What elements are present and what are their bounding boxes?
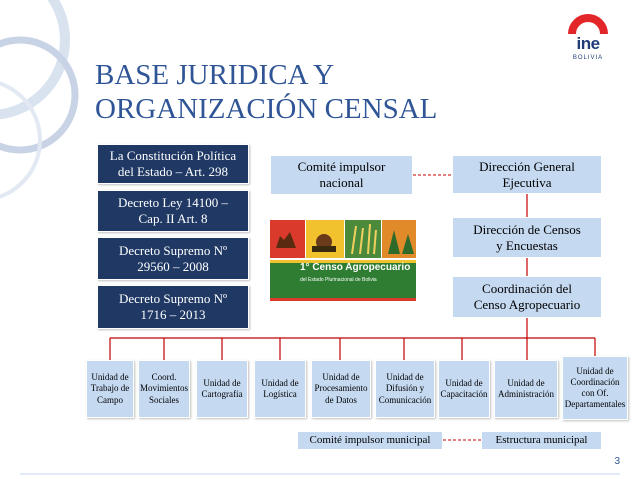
unit-line: Coord. bbox=[151, 372, 177, 383]
legal-box-line: Decreto Supremo Nº bbox=[119, 242, 227, 258]
estructura-municipal: Estructura municipal bbox=[481, 431, 602, 450]
unit-line: Comunicación bbox=[378, 394, 432, 405]
ine-logo bbox=[568, 14, 608, 35]
unit-line: Unidad de bbox=[507, 377, 545, 388]
unit-line: Cartografía bbox=[201, 389, 243, 399]
legal-box-line: del Estado – Art. 298 bbox=[117, 164, 229, 179]
unit-line: Campo bbox=[96, 394, 123, 405]
unit-line: Capacitación bbox=[440, 389, 488, 399]
unit-line: Unidad de bbox=[203, 377, 241, 388]
unit-line: de Datos bbox=[325, 394, 357, 405]
unit-line: con Of. bbox=[581, 388, 609, 398]
unit-line: Departamentales bbox=[564, 399, 626, 410]
org-line: Coordinación del bbox=[482, 281, 572, 297]
unit-line: Logística bbox=[263, 389, 297, 399]
unit-line: Unidad de bbox=[91, 372, 129, 383]
page-title: BASE JURIDICA Y ORGANIZACIÓN CENSAL bbox=[95, 58, 525, 126]
legal-box-line: 1716 – 2013 bbox=[140, 307, 206, 322]
org-line: Ejecutiva bbox=[502, 174, 552, 190]
unit-line: Movimientos bbox=[140, 383, 189, 394]
title-line-2: ORGANIZACIÓN CENSAL bbox=[95, 93, 438, 125]
unit-line: Unidad de bbox=[261, 377, 299, 388]
decorative-circles bbox=[0, 0, 79, 199]
unit-line: Coordinación bbox=[570, 376, 620, 387]
censo-logo-title: 1° Censo Agropecuario bbox=[300, 262, 411, 273]
legal-box-line: La Constitución Política bbox=[109, 148, 237, 164]
org-line: y Encuestas bbox=[496, 237, 558, 253]
title-line-1: BASE JURIDICA Y bbox=[95, 59, 335, 91]
page-number: 3 bbox=[614, 456, 620, 467]
legal-box-line: Decreto Ley 14100 – bbox=[117, 195, 229, 211]
unit-line: Administración bbox=[498, 389, 554, 399]
legal-box-line: Decreto Supremo Nº bbox=[119, 291, 227, 307]
org-line: Comité impulsor bbox=[297, 159, 386, 175]
unit-line: Procesamiento bbox=[314, 383, 368, 394]
legal-box-line: Cap. II Art. 8 bbox=[138, 211, 208, 226]
unit-line: Trabajo de bbox=[90, 383, 130, 394]
unit-line: Unidad de bbox=[576, 365, 614, 376]
unit-line: Sociales bbox=[149, 394, 179, 405]
censo-logo-subtitle: del Estado Plurinacional de Bolivia bbox=[300, 277, 377, 283]
censo-agropecuario-logo bbox=[268, 218, 418, 303]
unit-line: Unidad de bbox=[322, 372, 360, 383]
logo-text: ine bbox=[576, 34, 600, 53]
unit-line: Unidad de bbox=[386, 372, 424, 383]
unit-line: Difusión y bbox=[385, 383, 425, 394]
legal-box-decreto-ley: Decreto Ley 14100 –Cap. II Art. 8 bbox=[97, 190, 249, 232]
org-line: Censo Agropecuario bbox=[473, 297, 581, 312]
org-line: Dirección de Censos bbox=[473, 221, 581, 237]
comite-impulsor-municipal: Comité impulsor municipal bbox=[297, 431, 443, 450]
unit-line: Unidad de bbox=[445, 377, 483, 388]
org-line: nacional bbox=[319, 175, 364, 190]
logo-subtext: BOLIVIA bbox=[572, 55, 604, 61]
org-line: Dirección General bbox=[479, 158, 575, 174]
legal-box-line: 29560 – 2008 bbox=[137, 258, 209, 274]
